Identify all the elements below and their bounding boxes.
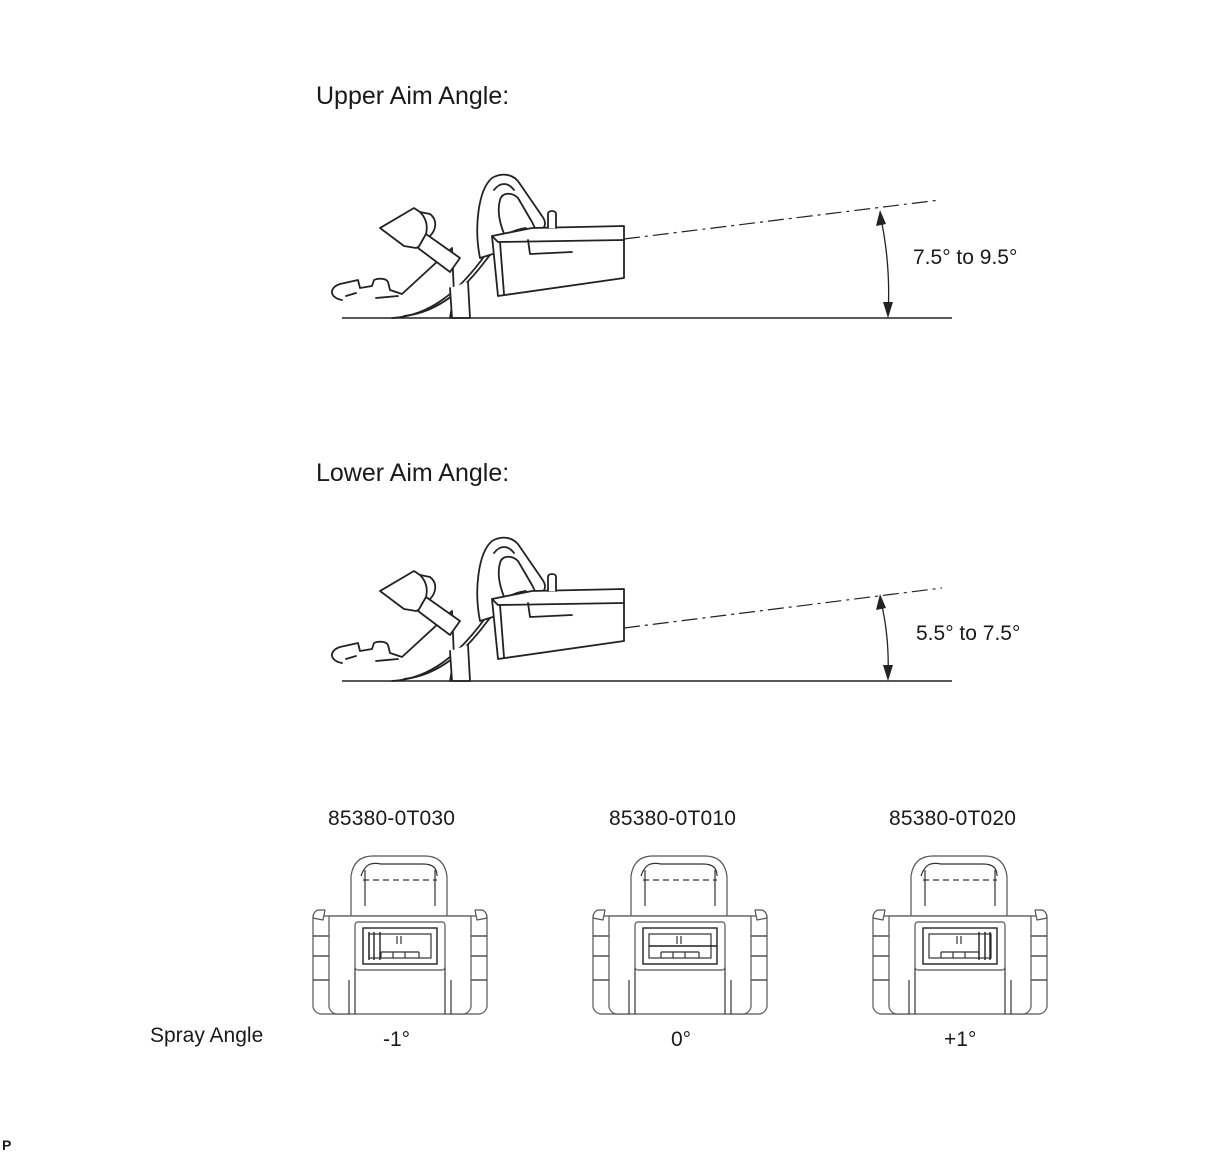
lower-nozzle-side-view — [331, 536, 625, 682]
spray-angle-label: Spray Angle — [150, 1024, 264, 1047]
lower-aim-title: Lower Aim Angle: — [316, 459, 510, 487]
spray-angle-center: 0° — [671, 1028, 692, 1051]
spray-angle-left: -1° — [383, 1028, 411, 1051]
nozzle-front-view-center — [592, 855, 768, 1015]
lower-aim-range: 5.5° to 7.5° — [916, 622, 1021, 645]
upper-aim-range: 7.5° to 9.5° — [913, 246, 1018, 269]
lower-aim-line — [623, 587, 943, 629]
upper-angle-arrow — [876, 210, 893, 318]
corner-mark: P — [2, 1137, 12, 1153]
spray-angle-right: +1° — [944, 1028, 977, 1051]
part-number-right: 85380-0T020 — [889, 807, 1017, 830]
spray-marker-left — [368, 932, 381, 960]
lower-angle-arrow — [876, 594, 893, 681]
upper-aim-title: Upper Aim Angle: — [316, 82, 510, 110]
nozzle-front-view-left — [312, 855, 488, 1015]
part-number-left: 85380-0T030 — [328, 807, 456, 830]
part-number-center: 85380-0T010 — [609, 807, 737, 830]
spray-marker-right — [978, 932, 991, 960]
upper-aim-line — [623, 199, 941, 240]
nozzle-front-view-right — [872, 855, 1048, 1015]
upper-nozzle-side-view — [331, 173, 625, 319]
